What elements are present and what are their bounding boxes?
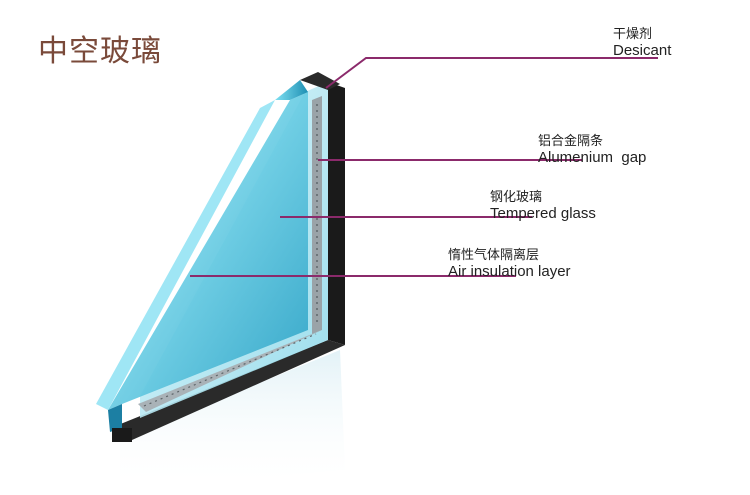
air-layer-label: 惰性气体隔离层 Air insulation layer [448,249,571,279]
air-layer-label-en: Air insulation layer [448,263,571,280]
bottom-frame [118,340,345,440]
leader-desicant [325,57,658,89]
front-glass-top-edge [275,80,308,100]
desicant-label: 干燥剂 Desicant [613,28,671,58]
leader-lines [190,57,658,277]
front-glass-diagonal-edge [96,100,275,410]
tempered-glass-label-en: Tempered glass [490,205,596,222]
tempered-glass-label-zh: 钢化玻璃 [490,190,543,205]
air-layer-label-zh: 惰性气体隔离层 [448,248,540,263]
aluminium-spacer-bottom [138,330,322,412]
page-title: 中空玻璃 [38,34,162,69]
aluminium-gap-label: 铝合金隔条 Alumenium gap [538,135,646,165]
aluminium-spacer [312,96,322,334]
floor-reflection [120,350,345,491]
front-glass-edge [108,404,122,432]
tempered-glass-label: 钢化玻璃 Tempered glass [490,191,596,221]
bottom-profile [112,428,132,442]
aluminium-gap-label-zh: 铝合金隔条 [538,134,604,149]
desicant-dots-bottom [143,333,317,407]
desicant-label-en: Desicant [613,42,672,59]
desicant-label-zh: 干燥剂 [613,27,653,42]
back-frame [328,82,345,345]
aluminium-gap-label-en: Alumenium gap [538,149,647,166]
front-glass-pane [108,92,308,410]
